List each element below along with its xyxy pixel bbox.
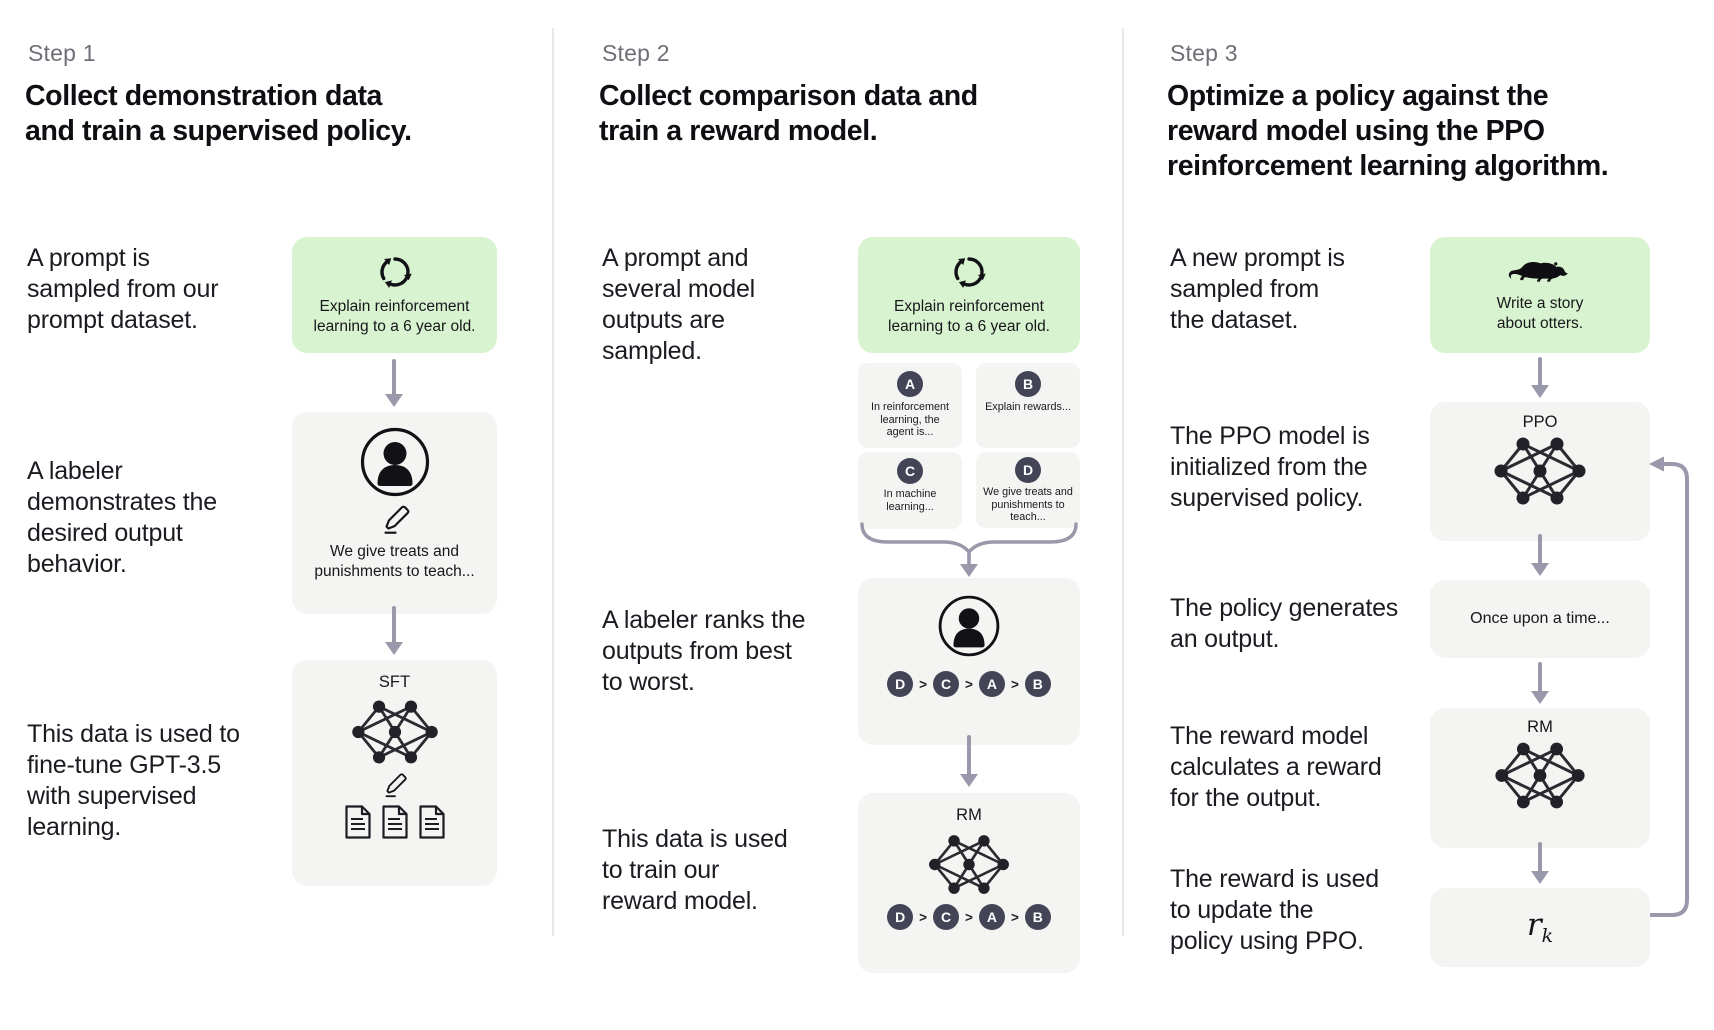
neural-net-icon: [350, 699, 439, 765]
rank-badge: A: [978, 671, 1005, 697]
document-icon: [381, 805, 408, 839]
step2-ranker-box: D > C > A > B: [858, 578, 1080, 745]
step1-labeler-box: We give treats and punishments to teach.…: [292, 412, 497, 614]
reward-symbol-base: r: [1526, 907, 1542, 944]
step1-title: Collect demonstration data and train a s…: [25, 80, 412, 147]
option-text: In reinforcement learning, the agent is.…: [870, 401, 949, 438]
pencil-icon: [384, 773, 407, 798]
step1-label: Step 1: [28, 40, 96, 66]
rank-badge: B: [1024, 671, 1051, 697]
step3-prompt-text: Write a story about otters.: [1496, 294, 1584, 332]
neural-net-icon: [927, 833, 1011, 896]
step1-labeler-note: We give treats and punishments to teach.…: [314, 543, 475, 580]
neural-net-icon: [1493, 436, 1587, 506]
labeler-person-icon: [938, 595, 1000, 657]
otter-icon: [1508, 261, 1568, 282]
flow-arrow-down: [385, 359, 403, 407]
document-icon: [344, 805, 371, 839]
flow-arrow-down: [1531, 534, 1549, 576]
output-option-box-c: C In machine learning...: [858, 452, 962, 529]
step1-row2-text: A labeler demonstrates the desired outpu…: [27, 457, 217, 578]
output-option-box-d: D We give treats and punishments to teac…: [976, 452, 1080, 528]
column-divider: [552, 28, 554, 936]
step1-sft-box: SFT: [292, 660, 497, 886]
gt-separator: >: [965, 676, 973, 692]
neural-net-icon: [1493, 741, 1587, 810]
rank-badge: D: [887, 904, 914, 930]
step2-prompt-text: Explain reinforcement learning to a 6 ye…: [888, 297, 1050, 335]
column-divider: [1122, 28, 1124, 936]
gt-separator: >: [919, 676, 928, 692]
step1-row1-text: A prompt is sampled from our prompt data…: [27, 244, 219, 334]
option-text: In machine learning...: [883, 488, 937, 513]
rank-badge: A: [978, 904, 1005, 930]
step2-row3-text: This data is used to train our reward mo…: [602, 825, 788, 915]
option-badge: C: [897, 458, 923, 484]
flow-arrow-down: [960, 735, 978, 787]
gt-separator: >: [965, 909, 973, 925]
option-text: We give treats and punishments to teach.…: [983, 486, 1073, 523]
step3-row5-text: The reward is used to update the policy …: [1170, 865, 1379, 955]
rank-badge: D: [887, 671, 914, 697]
documents-icon: [342, 804, 448, 840]
rank-badge: C: [933, 671, 960, 697]
rm-model-label: RM: [1527, 718, 1553, 736]
step3-row2-text: The PPO model is initialized from the su…: [1170, 422, 1370, 512]
step3-row3-text: The policy generates an output.: [1170, 594, 1399, 653]
reward-symbol: rk: [1527, 907, 1553, 947]
step3-output-box: Once upon a time...: [1430, 580, 1650, 658]
step1-row3-text: This data is used to fine-tune GPT-3.5 w…: [27, 720, 240, 841]
step2-row1-text: A prompt and several model outputs are s…: [602, 244, 756, 365]
option-badge: D: [1015, 457, 1041, 483]
ranking: D > C > A > B: [887, 904, 1051, 930]
brace-connector-arrow: [860, 522, 1078, 577]
option-badge: A: [897, 371, 923, 397]
step1-prompt-box: Explain reinforcement learning to a 6 ye…: [292, 237, 497, 353]
step3-prompt-box: Write a story about otters.: [1430, 237, 1650, 353]
step3-label: Step 3: [1170, 40, 1238, 66]
flow-arrow-down: [385, 606, 403, 655]
step2-title: Collect comparison data and train a rewa…: [599, 80, 978, 147]
gt-separator: >: [919, 909, 928, 925]
rm-model-label: RM: [956, 806, 982, 824]
step2-row2-text: A labeler ranks the outputs from best to…: [602, 606, 806, 696]
step2-prompt-box: Explain reinforcement learning to a 6 ye…: [858, 237, 1080, 353]
reward-symbol-subscript: k: [1541, 925, 1554, 948]
pencil-icon: [383, 505, 409, 534]
option-text: Explain rewards...: [985, 401, 1071, 413]
step2-rm-box: RM D > C > A > B: [858, 793, 1080, 973]
step3-title: Optimize a policy against the reward mod…: [1167, 80, 1609, 182]
output-option-box-b: B Explain rewards...: [976, 363, 1080, 448]
labeler-person-icon: [360, 427, 429, 497]
flow-arrow-down: [1531, 842, 1549, 884]
ppo-model-label: PPO: [1522, 413, 1558, 431]
document-icon: [418, 805, 445, 839]
step3-row4-text: The reward model calculates a reward for…: [1170, 722, 1382, 812]
step3-row1-text: A new prompt is sampled from the dataset…: [1170, 244, 1345, 334]
ranking: D > C > A > B: [887, 671, 1051, 697]
sft-model-label: SFT: [378, 673, 411, 691]
rank-badge: C: [933, 904, 960, 930]
output-option-box-a: A In reinforcement learning, the agent i…: [858, 363, 962, 448]
flow-arrow-down: [1531, 662, 1549, 704]
step3-ppo-box: PPO: [1430, 402, 1650, 541]
step3-rm-box: RM: [1430, 708, 1650, 848]
sample-cycle-icon: [379, 256, 413, 290]
gt-separator: >: [1010, 676, 1019, 692]
gt-separator: >: [1010, 909, 1019, 925]
step2-label: Step 2: [602, 40, 670, 66]
rank-badge: B: [1024, 904, 1051, 930]
option-badge: B: [1015, 371, 1041, 397]
step3-reward-box: rk: [1430, 888, 1650, 967]
generated-output-text: Once upon a time...: [1470, 610, 1610, 627]
flow-arrow-down: [1531, 357, 1549, 398]
feedback-loop-arrow: [1649, 456, 1689, 917]
step1-prompt-text: Explain reinforcement learning to a 6 ye…: [313, 297, 476, 335]
sample-cycle-icon: [954, 256, 987, 290]
